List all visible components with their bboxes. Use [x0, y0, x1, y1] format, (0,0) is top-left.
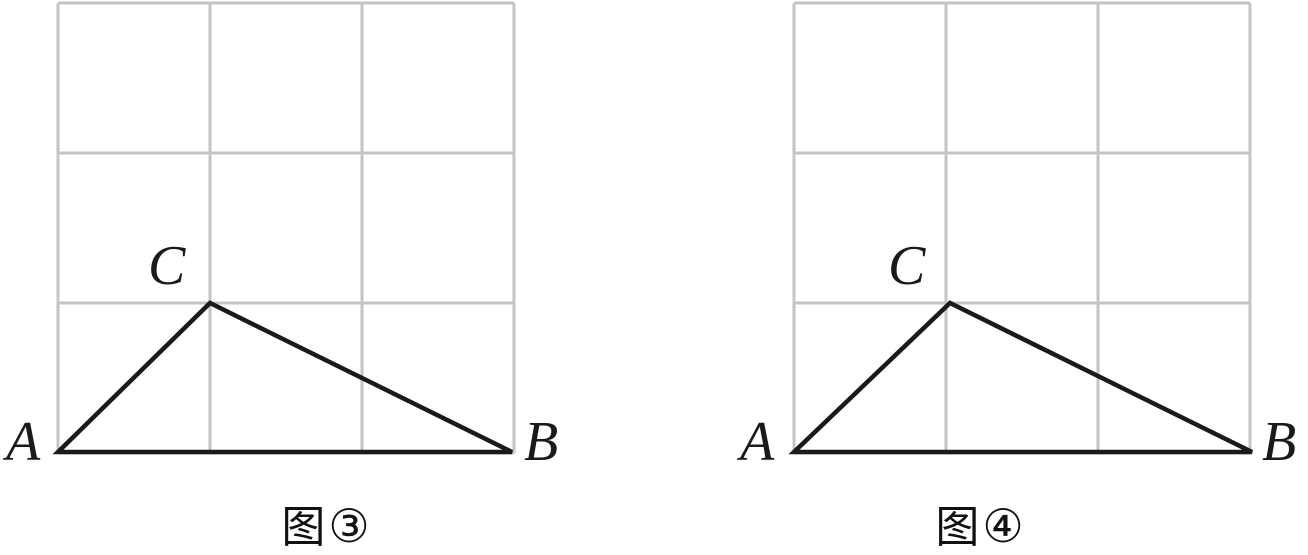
figure-3-caption: 图③ — [0, 502, 654, 551]
vertex-label-a: A — [6, 411, 41, 473]
figure-3: A B C 图③ — [0, 1, 654, 551]
figure-4-triangle — [788, 300, 1253, 455]
figure-4: A B C 图④ — [654, 0, 1308, 555]
vertex-label-c: C — [888, 235, 926, 297]
figure-3-triangle — [52, 300, 513, 455]
figure-3-grid — [56, 1, 516, 455]
vertex-label-c: C — [148, 235, 186, 297]
grid-vertical-lines — [56, 3, 516, 453]
triangle-abc — [52, 300, 513, 455]
vertex-label-b: B — [1262, 411, 1297, 473]
figure-3-drawing — [52, 1, 516, 455]
caption-number: ④ — [982, 498, 1027, 553]
vertex-label-b: B — [524, 411, 559, 473]
figure-4-drawing — [788, 1, 1253, 455]
caption-word: 图 — [281, 501, 329, 553]
caption-word: 图 — [935, 501, 983, 553]
figure-4-caption: 图④ — [654, 502, 1308, 551]
vertex-label-a: A — [740, 411, 775, 473]
caption-number: ③ — [328, 498, 373, 553]
triangle-abc — [788, 300, 1253, 455]
